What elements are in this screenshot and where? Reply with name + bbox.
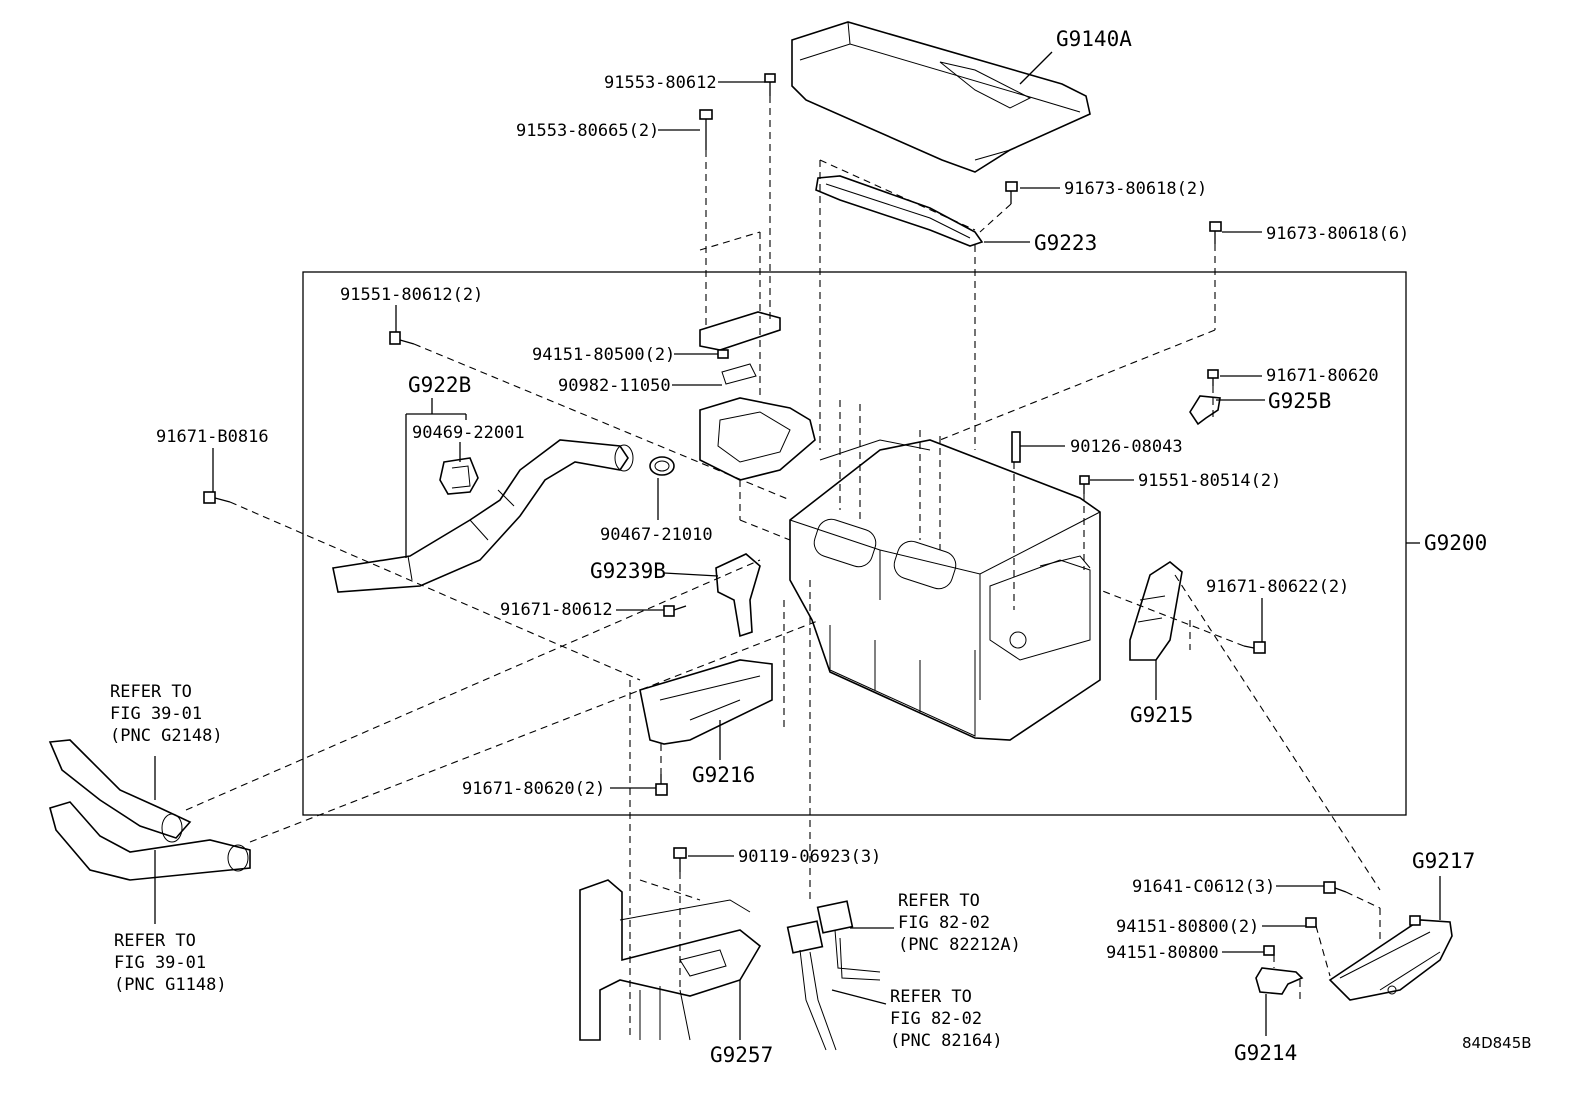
label-90467-21010: 90467-21010: [600, 525, 713, 545]
hose-refer-g1148[interactable]: [49, 801, 251, 881]
label-94151-80500: 94151-80500(2): [532, 345, 675, 365]
label-91673-80618-6: 91673-80618(6): [1266, 224, 1409, 244]
label-90119-06923: 90119-06923(3): [738, 847, 881, 867]
harness-connectors[interactable]: [786, 900, 881, 1051]
label-g9216: G9216: [692, 763, 755, 787]
svg-text:REFER TO: REFER TO: [890, 987, 972, 1007]
label-91671-80622: 91671-80622(2): [1206, 577, 1349, 597]
hose-refer-g2148[interactable]: [48, 739, 192, 843]
svg-text:FIG 82-02: FIG 82-02: [890, 1009, 982, 1029]
label-90126-08043: 90126-08043: [1070, 437, 1183, 457]
bolt-91673-80618-6[interactable]: [1209, 221, 1222, 244]
label-91553-80612: 91553-80612: [604, 73, 717, 93]
bolt-91551-80612[interactable]: [389, 331, 415, 345]
bracket-g9214[interactable]: [1255, 967, 1304, 995]
label-g9214: G9214: [1234, 1041, 1297, 1065]
svg-text:(PNC G1148): (PNC G1148): [114, 975, 227, 995]
label-91671-b0816: 91671-B0816: [156, 427, 269, 447]
label-94151-80800-2: 94151-80800(2): [1116, 917, 1259, 937]
label-90982-11050: 90982-11050: [558, 376, 671, 396]
label-g9223: G9223: [1034, 231, 1097, 255]
bracket-g9257[interactable]: [579, 879, 762, 1041]
svg-text:FIG 39-01: FIG 39-01: [110, 704, 202, 724]
note-refer-g2148: REFER TO FIG 39-01 (PNC G2148): [110, 682, 223, 746]
bolt-91671-80622[interactable]: [1243, 641, 1266, 654]
bracket-g9215[interactable]: [1129, 561, 1183, 661]
nut-94151-80800[interactable]: [1263, 945, 1275, 956]
bracket-g9239b[interactable]: [715, 553, 761, 638]
label-g9140a: G9140A: [1056, 27, 1132, 51]
clamp-90467-21010[interactable]: [649, 456, 675, 476]
diagram-code: 84D845B: [1462, 1034, 1532, 1052]
leader-lines: [154, 51, 1441, 1040]
assembly-guides: [185, 96, 1381, 1040]
cover-g9140a[interactable]: [791, 21, 1091, 173]
bolt-91551-80514[interactable]: [1079, 475, 1090, 494]
svg-text:(PNC G2148): (PNC G2148): [110, 726, 223, 746]
label-g9200: G9200: [1424, 531, 1487, 555]
bolt-91641-c0612[interactable]: [1323, 881, 1347, 894]
bracket-g9217[interactable]: [1328, 919, 1453, 1001]
label-g9239b: G9239B: [590, 559, 666, 583]
bolt-90119-06923[interactable]: [673, 847, 687, 872]
note-refer-82212a: REFER TO FIG 82-02 (PNC 82212A): [898, 891, 1021, 955]
label-91551-80612: 91551-80612(2): [340, 285, 483, 305]
label-94151-80800: 94151-80800: [1106, 943, 1219, 963]
bolt-91553-80612[interactable]: [764, 73, 776, 96]
label-g9217: G9217: [1412, 849, 1475, 873]
bolt-91671-b0816[interactable]: [203, 491, 231, 504]
svg-text:REFER TO: REFER TO: [114, 931, 196, 951]
label-91671-80620-2: 91671-80620(2): [462, 779, 605, 799]
note-refer-82164: REFER TO FIG 82-02 (PNC 82164): [890, 987, 1003, 1051]
bolt-91553-80665[interactable]: [699, 109, 713, 150]
gasket-g9223[interactable]: [815, 175, 984, 247]
svg-text:FIG 82-02: FIG 82-02: [898, 913, 990, 933]
label-g9257: G9257: [710, 1043, 773, 1067]
label-g9215: G9215: [1130, 703, 1193, 727]
svg-text:FIG 39-01: FIG 39-01: [114, 953, 206, 973]
stud-90126-08043[interactable]: [1011, 431, 1021, 463]
label-g922b: G922B: [408, 373, 471, 397]
label-g925b: G925B: [1268, 389, 1331, 413]
label-90469-22001: 90469-22001: [412, 423, 525, 443]
note-refer-g1148: REFER TO FIG 39-01 (PNC G1148): [114, 931, 227, 995]
bolt-91671-80612[interactable]: [663, 605, 687, 617]
label-91641-c0612: 91641-C0612(3): [1132, 877, 1275, 897]
bolt-g9217[interactable]: [1409, 915, 1421, 926]
label-91553-80665: 91553-80665(2): [516, 121, 659, 141]
bolt-91671-80620-2[interactable]: [655, 774, 668, 796]
svg-text:REFER TO: REFER TO: [110, 682, 192, 702]
clamp-90469-22001[interactable]: [439, 457, 479, 495]
bracket-g9216[interactable]: [639, 659, 773, 745]
nut-94151-80800-2[interactable]: [1305, 917, 1317, 928]
label-91551-80514: 91551-80514(2): [1138, 471, 1281, 491]
label-91671-80612: 91671-80612: [500, 600, 613, 620]
hose-g922b[interactable]: [332, 439, 634, 593]
label-91671-80620: 91671-80620: [1266, 366, 1379, 386]
bolt-91673-80618-2[interactable]: [1005, 181, 1018, 204]
bracket-g925b[interactable]: [1189, 395, 1221, 426]
label-91673-80618-2: 91673-80618(2): [1064, 179, 1207, 199]
connector-block[interactable]: [699, 311, 816, 481]
nut-94151-80500[interactable]: [717, 349, 729, 359]
svg-text:REFER TO: REFER TO: [898, 891, 980, 911]
svg-text:(PNC 82212A): (PNC 82212A): [898, 935, 1021, 955]
inverter-assembly[interactable]: [789, 439, 1101, 741]
bolt-91671-80620[interactable]: [1207, 369, 1219, 386]
svg-text:(PNC 82164): (PNC 82164): [890, 1031, 1003, 1051]
